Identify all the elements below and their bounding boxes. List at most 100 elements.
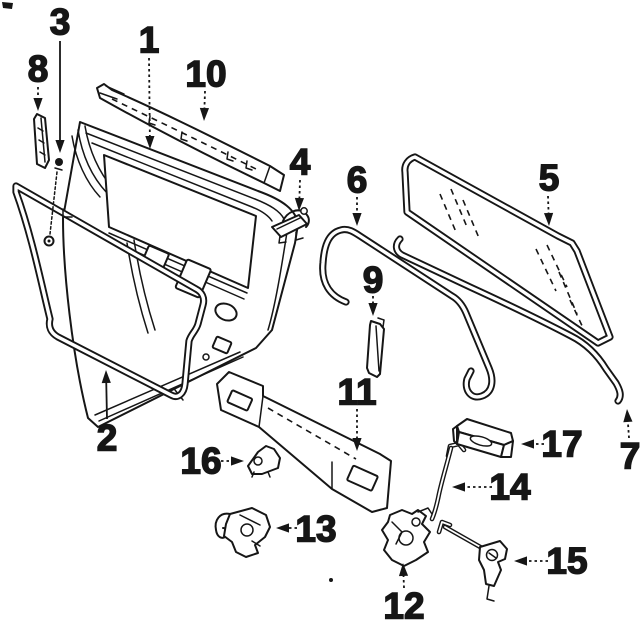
clip-leg [251, 471, 255, 478]
glass-reflection [535, 248, 557, 292]
callout-7[interactable]: 7 [619, 409, 640, 478]
strip9-top-tab [377, 317, 385, 328]
callout-15-arrowhead-icon [514, 556, 527, 566]
callout-12[interactable]: 12 [383, 563, 426, 626]
callout-2-leader-line [105, 379, 108, 420]
garnish-hole-right [346, 464, 379, 492]
callout-16[interactable]: 16 [180, 440, 244, 483]
callout-1-leader-line [148, 57, 151, 140]
callout-10[interactable]: 10 [185, 53, 228, 122]
part-14-rod-drawing [429, 441, 467, 522]
callout-8-number[interactable]: 8 [27, 48, 49, 91]
strip9-inner-line [375, 325, 380, 372]
callout-11-number[interactable]: 11 [337, 371, 378, 414]
gate-window-opening [103, 154, 257, 289]
actuator-detail-line2 [251, 540, 261, 547]
callout-7-number[interactable]: 7 [619, 435, 640, 478]
callout-4[interactable]: 4 [289, 141, 312, 212]
callout-10-number[interactable]: 10 [185, 53, 228, 96]
callout-13-number[interactable]: 13 [295, 508, 338, 551]
callout-15[interactable]: 15 [514, 540, 589, 583]
weatherstrip6-core [321, 227, 494, 399]
callout-12-number[interactable]: 12 [383, 585, 426, 626]
part-16-clip-drawing [247, 445, 281, 478]
lock-rod-core [444, 526, 483, 549]
gate-bottom-inner-edge2 [98, 356, 244, 422]
glass-reflection [439, 193, 457, 233]
part-9-strip-drawing [366, 317, 385, 378]
callout-17-number[interactable]: 17 [541, 423, 584, 466]
spoiler-hatch-stripe [111, 98, 259, 171]
callout-14[interactable]: 14 [452, 466, 532, 509]
callout-4-arrowhead-icon [294, 197, 305, 211]
callout-15-number[interactable]: 15 [546, 540, 589, 583]
gate-bottom-inner-edge [94, 351, 241, 416]
garnish-step-left [258, 395, 264, 428]
callout-2-arrowhead-icon [101, 370, 111, 384]
gate-panel-rib [133, 239, 156, 331]
callout-17[interactable]: 17 [521, 423, 584, 466]
gate-belt-line [108, 232, 248, 294]
callout-16-number[interactable]: 16 [180, 440, 223, 483]
callout-5-number[interactable]: 5 [538, 157, 560, 200]
spoiler-fold-line [263, 165, 271, 184]
callout-6-number[interactable]: 6 [346, 159, 368, 202]
clip-outline [247, 445, 281, 475]
part-1-gate-drawing [62, 121, 299, 428]
gate-pillar-slat [71, 135, 101, 198]
lock-rod-hook-core [438, 521, 451, 533]
callout-4-number[interactable]: 4 [289, 141, 312, 184]
channel7-core [394, 237, 622, 403]
spoiler-clip-tab [245, 160, 253, 171]
actuator-detail-circle [240, 523, 254, 537]
glass-reflection [462, 199, 480, 239]
glass-reflection [450, 188, 468, 228]
part-5-glass-drawing [401, 153, 614, 347]
glass-reflection [546, 244, 568, 288]
gate-top-band-line [85, 132, 285, 220]
latch-detail-circle2 [411, 517, 421, 527]
latch-detail-line [391, 521, 403, 545]
callout-1[interactable]: 1 [138, 19, 160, 150]
strip9-outline [366, 320, 385, 378]
corner-mark [2, 2, 13, 9]
glass-reflection [558, 271, 578, 315]
callout-8[interactable]: 8 [27, 48, 49, 112]
callout-3-number[interactable]: 3 [49, 1, 71, 44]
callout-16-arrowhead-icon [231, 456, 244, 466]
callout-5-arrowhead-icon [543, 212, 554, 226]
glass-outline-core [403, 155, 612, 345]
callout-13[interactable]: 13 [276, 508, 338, 551]
part-15-lock-drawing [436, 519, 508, 602]
callout-13-arrowhead-icon [276, 523, 289, 533]
gate-cutout-large [174, 258, 212, 299]
callout-6[interactable]: 6 [346, 159, 368, 227]
handle-end-cap [452, 425, 458, 445]
callout-2-number[interactable]: 2 [96, 417, 118, 460]
glass-outline [401, 153, 614, 347]
strip8-tick [37, 127, 44, 132]
hinge-foot [295, 231, 304, 241]
callout-9-number[interactable]: 9 [362, 259, 384, 302]
callout-9-arrowhead-icon [368, 303, 378, 316]
callout-14-number[interactable]: 14 [489, 466, 532, 509]
callout-2[interactable]: 2 [96, 370, 118, 460]
spoiler-clip-tab [226, 151, 234, 162]
callout-1-number[interactable]: 1 [138, 19, 160, 62]
strut-ball-top [55, 158, 63, 166]
callout-3[interactable]: 3 [49, 1, 71, 154]
callout-5[interactable]: 5 [538, 157, 560, 227]
spoiler-left-fin2 [105, 85, 125, 95]
strut-ball-bottom-dot [47, 239, 51, 243]
strut-bracket [62, 208, 73, 218]
callout-11[interactable]: 11 [337, 371, 378, 452]
gate-top-band-line2 [91, 142, 273, 222]
callout-9[interactable]: 9 [362, 259, 384, 317]
strip8-tick [39, 151, 46, 156]
part-11-garnish-drawing [216, 371, 392, 513]
callout-3-arrowhead-icon [55, 140, 65, 153]
spoiler-clip-tab [148, 115, 156, 126]
strip8-tick [38, 139, 45, 144]
